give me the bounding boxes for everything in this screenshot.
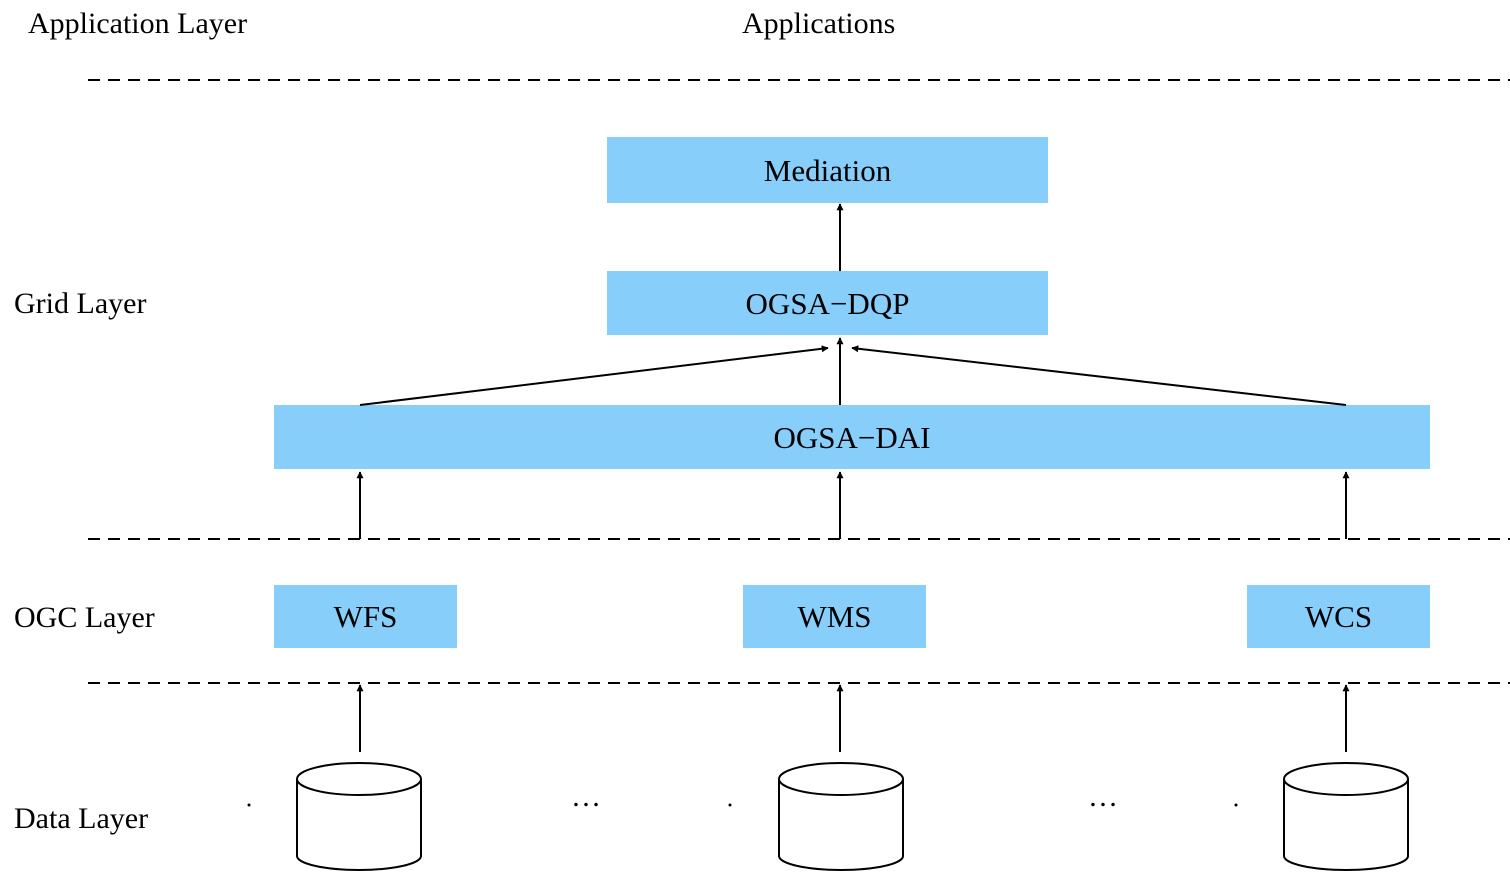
- ogsa-dqp-label: OGSA−DQP: [745, 285, 910, 321]
- applications-label: Applications: [742, 7, 896, 40]
- grid-layer-label: Grid Layer: [14, 287, 147, 320]
- database-icon: [1283, 762, 1409, 871]
- ogsa-dai-label: OGSA−DAI: [773, 419, 931, 455]
- ellipsis: …: [571, 780, 603, 813]
- database-icon: [778, 762, 904, 871]
- mediation-label: Mediation: [763, 152, 892, 188]
- wcs-box: [1247, 585, 1430, 648]
- dot-mark: [247, 803, 251, 807]
- ogsa-dai-box: [274, 405, 1430, 469]
- ogc-layer-label: OGC Layer: [14, 601, 155, 634]
- ogsa-dqp-box: [607, 271, 1048, 335]
- wms-label: WMS: [797, 599, 872, 634]
- ellipsis: …: [1088, 780, 1120, 813]
- arrow-dai-left-to-dqp: [359, 345, 829, 406]
- arrow-dai-right-to-dqp: [851, 345, 1347, 406]
- wms-box: [743, 585, 926, 648]
- application-layer-label: Application Layer: [28, 7, 248, 40]
- dot-mark: [728, 803, 732, 807]
- wfs-box: [274, 585, 457, 648]
- mediation-box: [607, 137, 1048, 203]
- wcs-label: WCS: [1304, 599, 1373, 634]
- database-icon: [296, 762, 422, 871]
- data-layer-label: Data Layer: [14, 802, 149, 835]
- dot-mark: [1234, 803, 1238, 807]
- wfs-label: WFS: [333, 599, 398, 634]
